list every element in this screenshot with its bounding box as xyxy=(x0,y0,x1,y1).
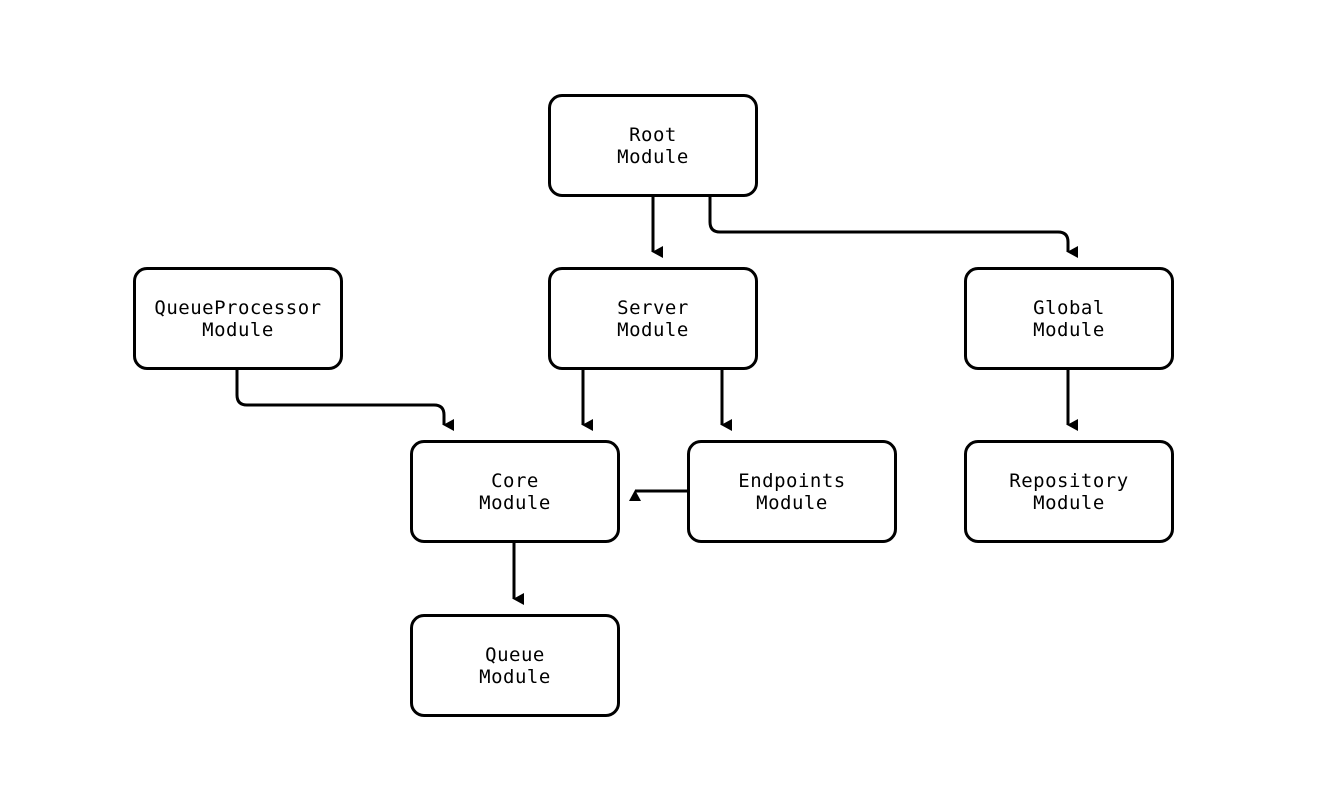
edges-group xyxy=(235,197,1078,605)
node-server-label-line2: Module xyxy=(617,318,689,341)
edge-queueprocessor-to-core xyxy=(235,370,454,431)
node-endpoints-label-line2: Module xyxy=(756,491,828,514)
node-repository-label-line2: Module xyxy=(1033,491,1105,514)
node-global-label-line1: Global xyxy=(1033,296,1105,319)
node-global-label-line2: Module xyxy=(1033,318,1105,341)
edge-root-to-global xyxy=(708,197,1078,258)
node-queueprocessor-label-line2: Module xyxy=(202,318,274,341)
node-root-label-line1: Root xyxy=(629,123,677,146)
node-repository-label-line1: Repository xyxy=(1009,469,1129,492)
node-queue-label-line2: Module xyxy=(479,665,551,688)
node-queueprocessor-label-line1: QueueProcessor xyxy=(154,296,322,319)
node-root-label-line2: Module xyxy=(617,145,689,168)
node-core-label-line2: Module xyxy=(479,491,551,514)
node-core-label-line1: Core xyxy=(491,469,539,492)
node-queue-label-line1: Queue xyxy=(485,643,545,666)
node-server-label-line1: Server xyxy=(617,296,689,319)
node-endpoints-label-line1: Endpoints xyxy=(738,469,846,492)
